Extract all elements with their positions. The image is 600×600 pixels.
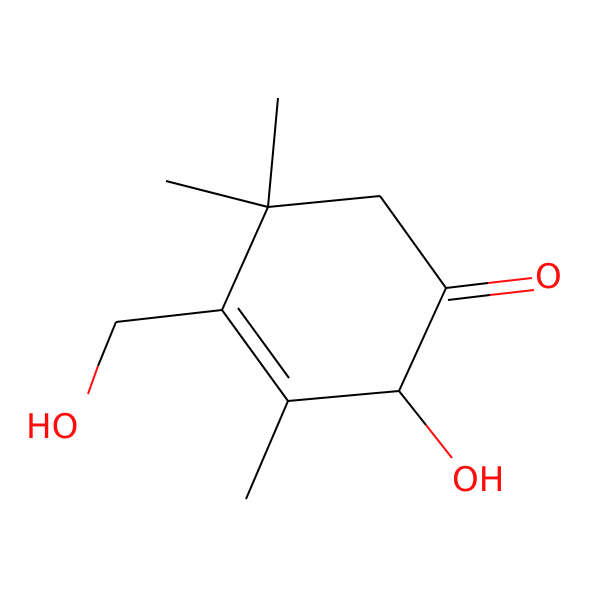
- bond-c1-o-lower-black: [447, 294, 491, 301]
- bond-c1-c2: [398, 287, 447, 392]
- bond-c5-methyl-top: [267, 97, 279, 208]
- bond-c6-c1: [379, 195, 447, 289]
- bond-c2-o-red: [425, 424, 453, 459]
- bond-c4-c5: [221, 206, 269, 311]
- bond-c3-c4-inner: [237, 307, 290, 379]
- bond-c1-o-upper-red: [487, 277, 533, 284]
- bond-c4-ch2: [115, 309, 223, 323]
- hydroxymethyl-label: HO: [26, 407, 78, 447]
- bond-c3-c4: [221, 309, 289, 402]
- bond-c3-methyl: [245, 400, 289, 500]
- carbonyl-oxygen-label: O: [535, 257, 562, 297]
- bond-c2-o-black: [398, 390, 427, 426]
- bond-ch2-o: [97, 321, 117, 367]
- ring-hydroxyl-label: OH: [452, 460, 504, 500]
- bond-c1-o-upper-black: [445, 282, 489, 289]
- bond-c2-c3: [287, 390, 400, 402]
- bond-c5-c6: [267, 195, 381, 208]
- bond-ch2-o-red: [87, 365, 99, 395]
- bond-c5-methyl-left: [165, 180, 269, 208]
- bond-c1-o-lower-red: [489, 289, 535, 296]
